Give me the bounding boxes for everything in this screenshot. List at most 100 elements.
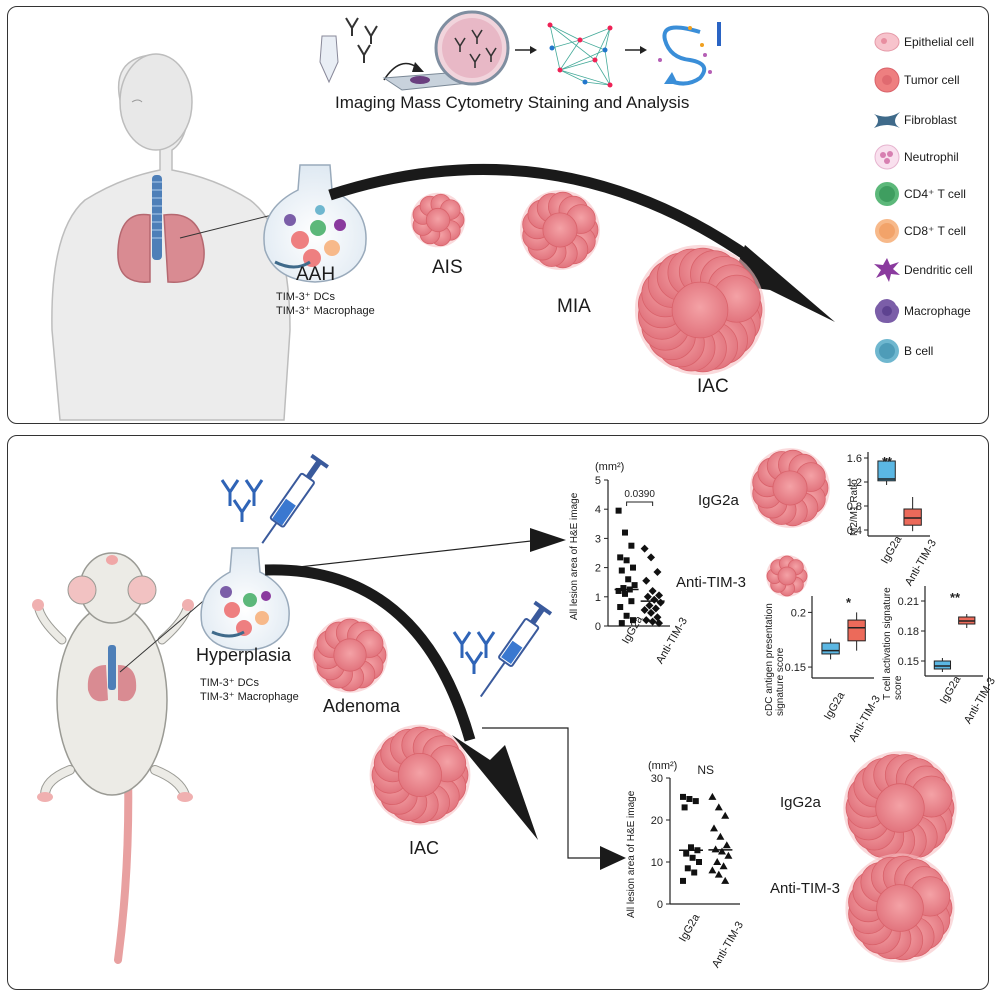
data-point-IgG2a bbox=[628, 542, 635, 549]
legend-item-cd4: CD4⁺ T cell bbox=[872, 178, 966, 210]
group-label-igg2a-1: IgG2a bbox=[698, 492, 739, 509]
data-point-Anti-TIM-3 bbox=[716, 832, 725, 840]
significance-marker: * bbox=[846, 595, 852, 610]
data-point-Anti-TIM-3 bbox=[718, 847, 726, 855]
data-point-Anti-TIM-3 bbox=[645, 601, 654, 610]
stage-aah: AAH bbox=[296, 264, 336, 285]
neutrophil-icon bbox=[874, 144, 900, 170]
chart5-ylabel: All lesion area of H&E image bbox=[626, 790, 637, 918]
tumor-iac-top-core bbox=[671, 281, 729, 339]
data-point-IgG2a bbox=[628, 598, 635, 605]
stage-iac-bottom: IAC bbox=[409, 838, 440, 858]
data-point-IgG2a bbox=[631, 582, 638, 589]
data-point-Anti-TIM-3 bbox=[721, 811, 730, 819]
tumor-mia-core bbox=[542, 212, 578, 248]
human-body-illustration bbox=[51, 53, 293, 421]
y-tick-label-1: 0.18 bbox=[898, 626, 919, 638]
top-panel bbox=[7, 6, 989, 424]
cd4-t-cell-icon bbox=[875, 182, 899, 206]
box-IgG2a bbox=[933, 660, 952, 670]
bottom-panel bbox=[7, 435, 989, 990]
legend-item-tumor: Tumor cell bbox=[872, 64, 960, 96]
tumor-iac-bottom bbox=[369, 724, 471, 826]
p-value-label: 0.0390 bbox=[624, 489, 655, 500]
y-tick-label-1: 10 bbox=[651, 857, 663, 869]
data-point-Anti-TIM-3 bbox=[653, 613, 662, 622]
data-point-IgG2a bbox=[696, 859, 702, 865]
tumor-anti-tim3-1-core bbox=[777, 566, 797, 586]
tumor-adenoma bbox=[312, 617, 388, 693]
significance-bracket bbox=[626, 501, 654, 506]
aah-marker-2: TIM-3⁺ Macrophage bbox=[276, 305, 375, 317]
y-tick-label-5: 5 bbox=[595, 475, 601, 487]
chart2-ylabel: M2/M1 Ratio bbox=[849, 479, 860, 536]
data-point-Anti-TIM-3 bbox=[714, 870, 723, 878]
lesion-area-chart-2: 0 10 20 30 NS bbox=[651, 763, 740, 911]
data-point-Anti-TIM-3 bbox=[647, 553, 656, 562]
data-point-Anti-TIM-3 bbox=[713, 858, 722, 865]
workflow-title: Imaging Mass Cytometry Staining and Anal… bbox=[335, 93, 690, 112]
y-tick-label-3: 30 bbox=[651, 773, 663, 785]
antibody-icon-2 bbox=[452, 631, 496, 674]
data-point-IgG2a bbox=[618, 567, 625, 574]
data-point-IgG2a bbox=[630, 617, 636, 624]
connector-line-1 bbox=[271, 539, 541, 571]
progression-arrow-bottom bbox=[264, 564, 476, 742]
significance-marker: ** bbox=[950, 590, 961, 605]
data-point-IgG2a bbox=[623, 612, 630, 619]
tumor-igg2a-2-core bbox=[875, 783, 925, 833]
tumor-igg2a-1 bbox=[750, 448, 830, 528]
data-point-IgG2a bbox=[630, 564, 636, 571]
tumor-igg2a-2 bbox=[843, 751, 957, 865]
data-point-IgG2a bbox=[622, 590, 628, 597]
y-tick-label-1: 0.8 bbox=[847, 501, 862, 513]
hyperplasia-flask-illustration bbox=[200, 547, 290, 651]
tumor-anti-tim3-2 bbox=[845, 853, 955, 963]
tumor-ais bbox=[410, 192, 466, 248]
mouse-illustration bbox=[32, 552, 223, 964]
data-point-IgG2a bbox=[618, 620, 625, 627]
b-cell-icon bbox=[875, 339, 899, 363]
data-point-Anti-TIM-3 bbox=[722, 841, 731, 849]
y-tick-label-2: 20 bbox=[651, 815, 663, 827]
group-label-anti-tim3-2: Anti-TIM-3 bbox=[770, 880, 841, 897]
data-point-IgG2a bbox=[620, 585, 627, 592]
data-point-Anti-TIM-3 bbox=[647, 608, 656, 617]
data-point-Anti-TIM-3 bbox=[648, 617, 657, 626]
data-point-IgG2a bbox=[623, 557, 630, 564]
aah-flask-illustration bbox=[263, 164, 367, 283]
y-tick-label-0: 0 bbox=[657, 899, 663, 911]
chart1-ylabel: All lesion area of H&E image bbox=[569, 492, 580, 620]
y-tick-label-0: 0.15 bbox=[785, 662, 806, 674]
data-point-Anti-TIM-3 bbox=[724, 851, 733, 859]
y-tick-label-1: 1 bbox=[595, 592, 601, 604]
tumor-anti-tim3-1 bbox=[766, 555, 808, 597]
y-tick-label-4: 4 bbox=[595, 504, 601, 516]
macrophage-icon bbox=[874, 299, 900, 323]
tumor-igg2a-1-core bbox=[772, 470, 808, 506]
group-label-anti-tim3-1: Anti-TIM-3 bbox=[676, 574, 747, 591]
tumor-clusters bbox=[312, 190, 957, 963]
y-tick-label-1: 0.2 bbox=[791, 607, 806, 619]
y-tick-label-3: 1.6 bbox=[847, 453, 862, 465]
y-tick-label-0: 0 bbox=[595, 621, 601, 633]
y-tick-label-2: 2 bbox=[595, 563, 601, 575]
stage-mia: MIA bbox=[557, 296, 591, 317]
tumor-anti-tim3-2-core bbox=[876, 884, 924, 932]
y-tick-label-2: 0.21 bbox=[898, 596, 919, 608]
connector-line-2 bbox=[482, 727, 604, 859]
data-point-Anti-TIM-3 bbox=[640, 605, 649, 614]
progression-arrow-top bbox=[328, 164, 764, 270]
tumor-iac-top bbox=[634, 244, 766, 376]
legend-item-neutrophil: Neutrophil bbox=[872, 141, 959, 173]
data-point-IgG2a bbox=[617, 554, 624, 561]
cdc-antigen-chart: 0.15 0.2 * bbox=[785, 595, 874, 679]
data-point-Anti-TIM-3 bbox=[655, 619, 664, 628]
progression-arrowhead-bottom bbox=[452, 735, 538, 840]
epithelial-cell-icon bbox=[874, 32, 900, 52]
data-point-Anti-TIM-3 bbox=[643, 592, 652, 601]
chart5-unit: (mm²) bbox=[648, 760, 678, 772]
ns-label: NS bbox=[697, 763, 714, 777]
data-point-IgG2a bbox=[681, 804, 688, 811]
